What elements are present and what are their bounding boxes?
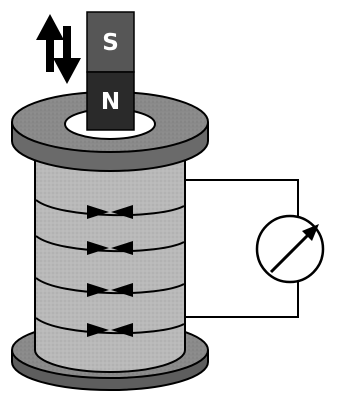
coil-windings [35,199,185,335]
bowtie-arrow-icon [87,283,133,297]
up-down-double-arrow-icon [36,14,81,84]
south-pole-label: S [102,30,119,56]
galvanometer-icon [255,214,325,284]
coil-body [34,159,186,373]
bar-magnet: S N [86,11,135,131]
north-pole-label: N [101,89,120,115]
bowtie-arrow-icon [87,241,133,255]
bowtie-arrow-icon [87,323,133,337]
bowtie-arrow-icon [87,205,133,219]
magnet-south-pole [86,11,135,73]
magnet-north-pole [86,71,135,131]
current-direction-markers [87,205,133,337]
circuit-wires [186,179,299,318]
